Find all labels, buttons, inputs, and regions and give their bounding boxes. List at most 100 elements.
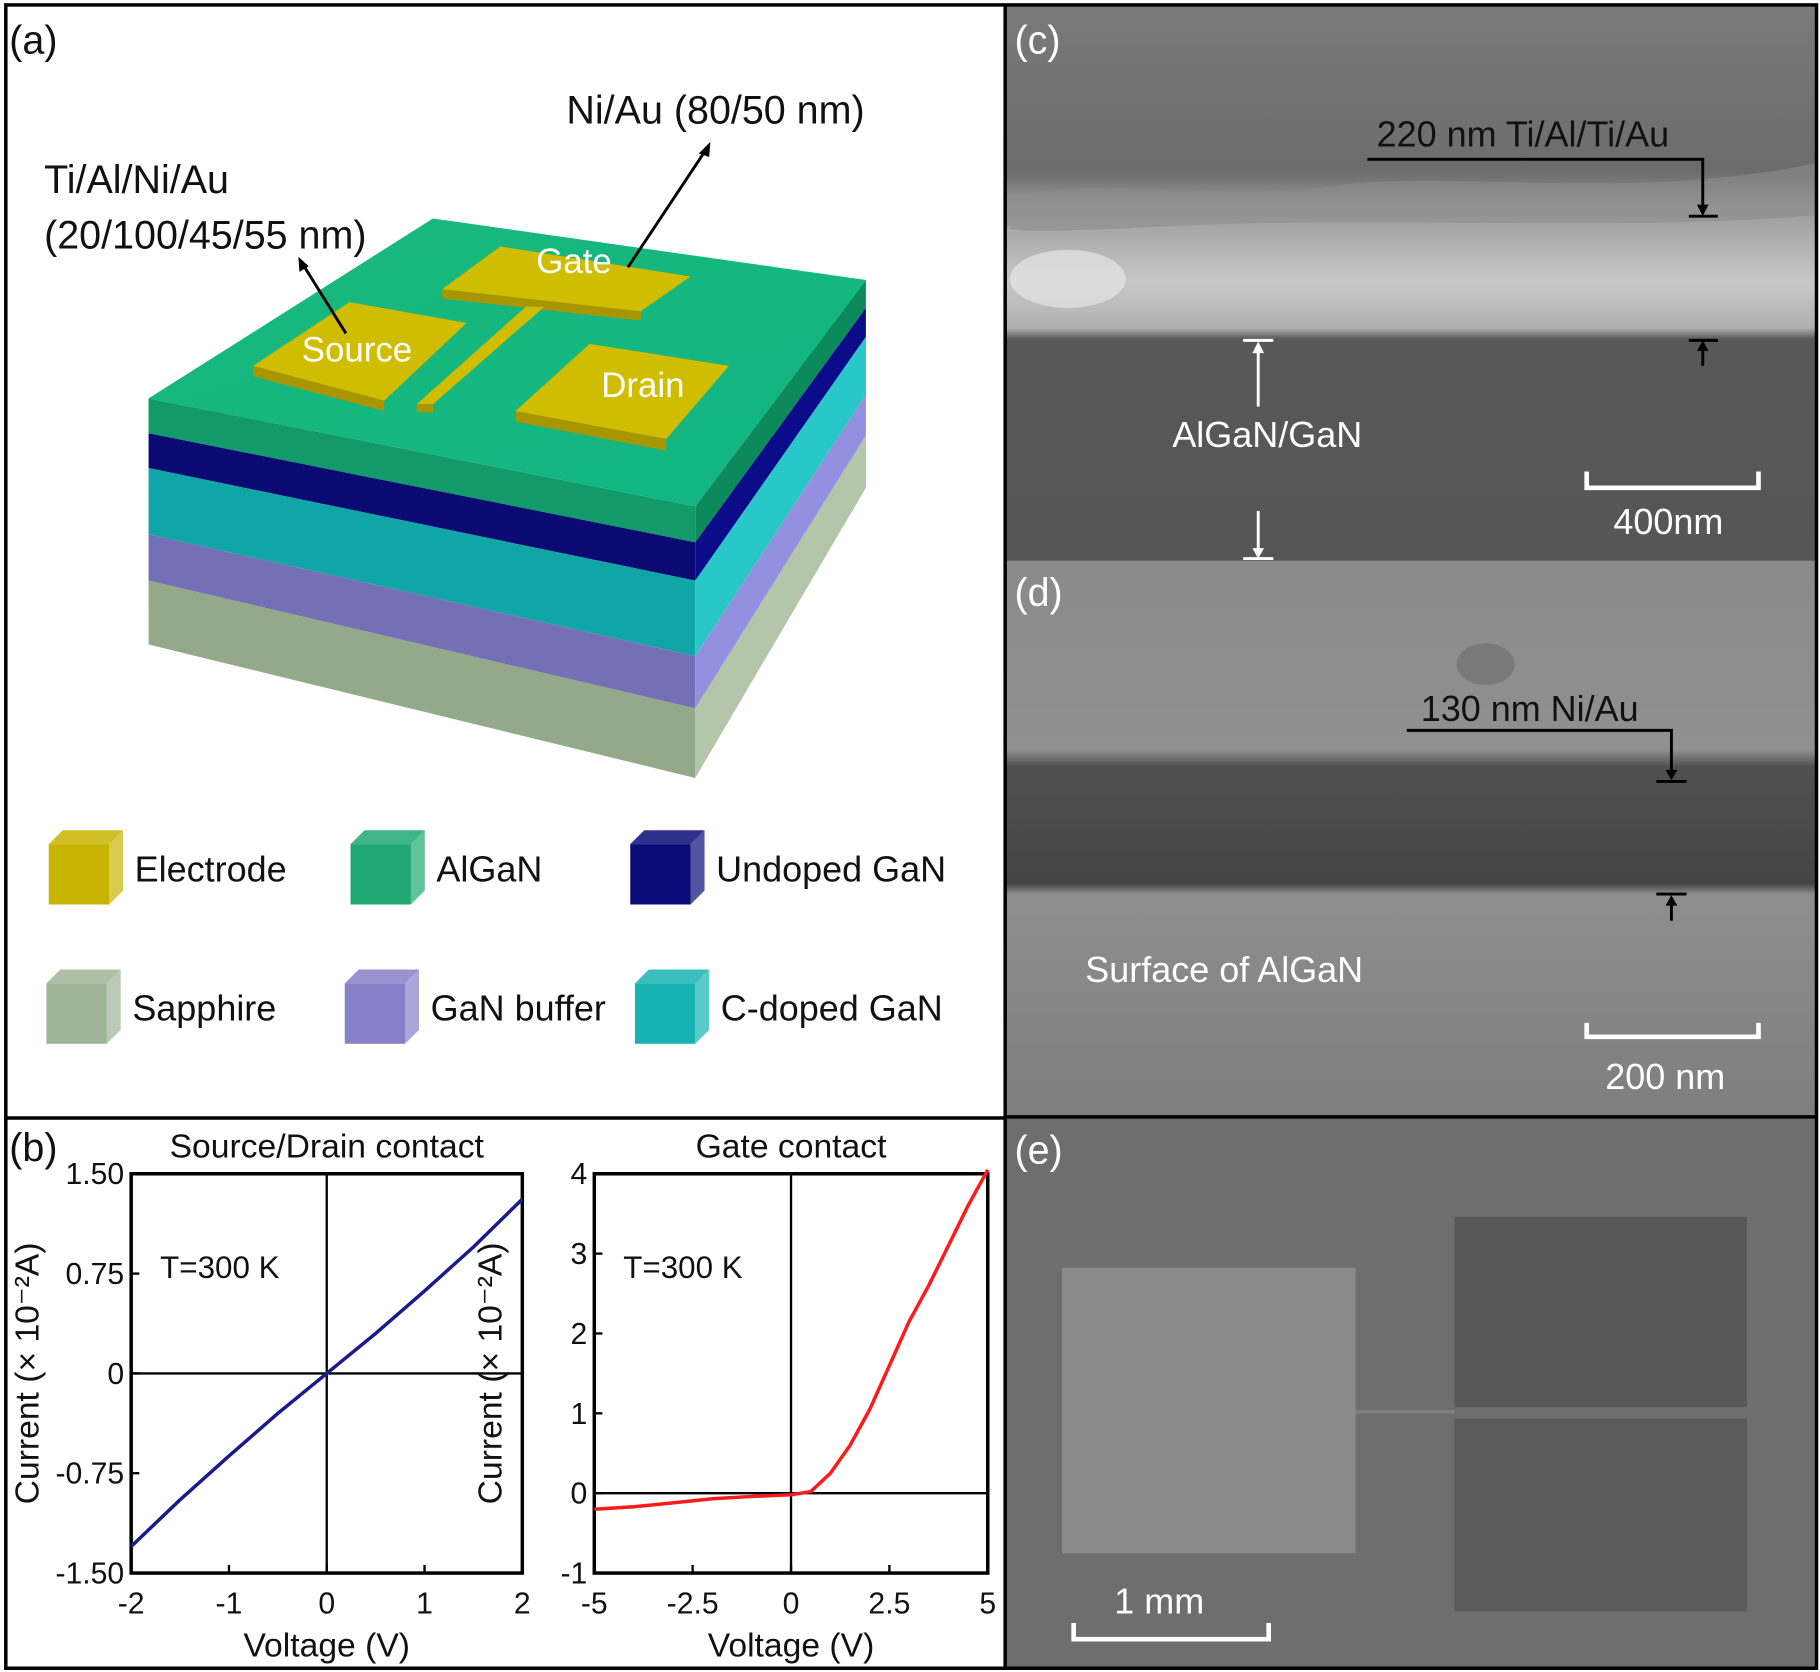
source-label: Source — [302, 330, 412, 369]
layer-c-doped-gan-front — [148, 468, 696, 657]
legend-item: AlGaN — [350, 830, 542, 905]
legend-cube-icon — [344, 969, 420, 984]
scale-bar-e — [1071, 1622, 1271, 1642]
x-tick-label: -1 — [216, 1588, 243, 1621]
scale-bar-d — [1584, 1022, 1761, 1040]
x-tick-label: -2 — [118, 1588, 145, 1621]
x-tick-label: 0 — [318, 1588, 335, 1621]
legend-cube-icon — [405, 969, 420, 1044]
y-tick-label: -1.50 — [55, 1558, 124, 1591]
gate-arrowhead-icon — [698, 141, 711, 157]
legend-cube-icon — [46, 969, 121, 984]
gate-pad-bottom — [1454, 1418, 1747, 1612]
scale-bar-label-d: 200 nm — [1605, 1056, 1725, 1097]
legend-cube-icon — [46, 983, 107, 1044]
source-electrode-side — [253, 365, 385, 412]
legend-cube-icon — [690, 830, 705, 905]
y-tick-label: 2 — [571, 1318, 588, 1351]
panel-label-e: (e) — [1014, 1128, 1062, 1172]
arrowhead-up-icon — [1696, 340, 1709, 351]
layer-gan-buffer-front — [148, 534, 696, 709]
panel-a-device-schematic: (a) Source Gate Drain Ni/Au (80/50 nm) T… — [9, 19, 946, 1044]
arrowhead-up-icon — [1665, 895, 1678, 906]
panel-e-sem-top-view: (e) 1 mm — [1005, 1116, 1818, 1669]
layer-gan-buffer-side — [695, 394, 866, 709]
arrowhead-down-icon — [1252, 548, 1265, 559]
x-axis-label: Voltage (V) — [708, 1628, 875, 1665]
y-tick-label: 1.50 — [65, 1158, 124, 1191]
x-tick-label: 1 — [416, 1588, 433, 1621]
scale-bar-label-c: 400nm — [1613, 501, 1723, 542]
source-drain-pad — [1062, 1267, 1356, 1554]
source-arrowhead-icon — [298, 256, 309, 272]
legend-cube-icon — [695, 969, 710, 1044]
legend-cube-icon — [48, 830, 124, 845]
surface-label-d: Surface of AlGaN — [1085, 949, 1363, 990]
legend-cube-icon — [634, 969, 710, 984]
arrowhead-down-icon — [1665, 769, 1678, 781]
panel-c-sem-cross-section: (c) 220 nm Ti/Al/Ti/Au AlGaN/GaN 400nm — [1005, 6, 1818, 561]
legend-label: AlGaN — [436, 848, 542, 889]
scale-bar-label-e: 1 mm — [1114, 1581, 1204, 1622]
legend-cube-icon — [630, 844, 691, 905]
layer-undoped-gan-front — [148, 433, 696, 581]
gate-arrow — [626, 145, 710, 269]
legend-item: Electrode — [48, 830, 287, 905]
y-tick-label: 0.75 — [65, 1258, 124, 1291]
x-tick-label: 2 — [514, 1588, 531, 1621]
legend-cube-icon — [630, 830, 705, 845]
gate-finger — [416, 306, 545, 405]
x-tick-label: 0 — [783, 1588, 800, 1621]
metal-leader-line-d — [1406, 728, 1673, 774]
layer-sapphire-side — [695, 435, 866, 778]
electrodes: Source Gate Drain — [253, 242, 729, 451]
sem-particle — [1456, 643, 1515, 686]
x-tick-label: -5 — [581, 1588, 608, 1621]
legend-item: Undoped GaN — [630, 830, 946, 905]
y-tick-label: 4 — [571, 1158, 588, 1191]
iv-curve — [594, 1168, 990, 1511]
legend-cube-icon — [634, 983, 696, 1044]
layer-algan-side — [695, 280, 866, 543]
x-tick-label: 2.5 — [868, 1588, 910, 1621]
x-axis-label: Voltage (V) — [243, 1628, 410, 1665]
metal-thickness-label-d: 130 nm Ni/Au — [1421, 688, 1639, 729]
legend-label: C-doped GaN — [721, 988, 943, 1029]
legend-label: Sapphire — [132, 988, 276, 1029]
drain-label: Drain — [601, 366, 684, 405]
layer-sapphire-front — [148, 580, 696, 778]
drain-electrode — [515, 343, 729, 440]
panel-label-c: (c) — [1014, 19, 1060, 63]
legend-label: Undoped GaN — [716, 848, 946, 889]
sem-image-d — [1005, 560, 1818, 1117]
y-tick-label: 0 — [107, 1358, 124, 1391]
arrowhead-down-icon — [1696, 204, 1709, 217]
y-tick-label: -1 — [560, 1558, 587, 1591]
iv-curve — [129, 1197, 524, 1548]
panel-borders — [4, 3, 1819, 1670]
legend-item: GaN buffer — [344, 969, 606, 1044]
metal-leader-line-c — [1367, 157, 1705, 210]
chart-title: Gate contact — [696, 1129, 887, 1166]
y-tick-label: 3 — [571, 1238, 588, 1271]
arrowhead-up-icon — [1252, 341, 1265, 354]
gate-pad-top — [1454, 1216, 1747, 1408]
y-tick-label: -0.75 — [55, 1458, 124, 1491]
y-tick-label: 1 — [571, 1398, 588, 1431]
gate-pad — [442, 246, 691, 312]
scale-bar-c — [1584, 471, 1761, 491]
material-legend: Electrode AlGaN Undoped GaN Sapphire GaN buf… — [46, 830, 946, 1044]
panel-label-b: (b) — [9, 1126, 57, 1170]
layer-label-c: AlGaN/GaN — [1172, 414, 1362, 455]
drain-electrode-side — [515, 411, 667, 451]
legend-label: Electrode — [135, 848, 287, 889]
gate-pad-side — [442, 289, 641, 321]
temperature-annotation: T=300 K — [623, 1250, 742, 1285]
panel-label-a: (a) — [9, 19, 57, 63]
x-tick-label: -2.5 — [667, 1588, 719, 1621]
y-axis-label: Current (× 10⁻²A) — [472, 1242, 509, 1504]
gate-finger-side — [416, 404, 433, 413]
